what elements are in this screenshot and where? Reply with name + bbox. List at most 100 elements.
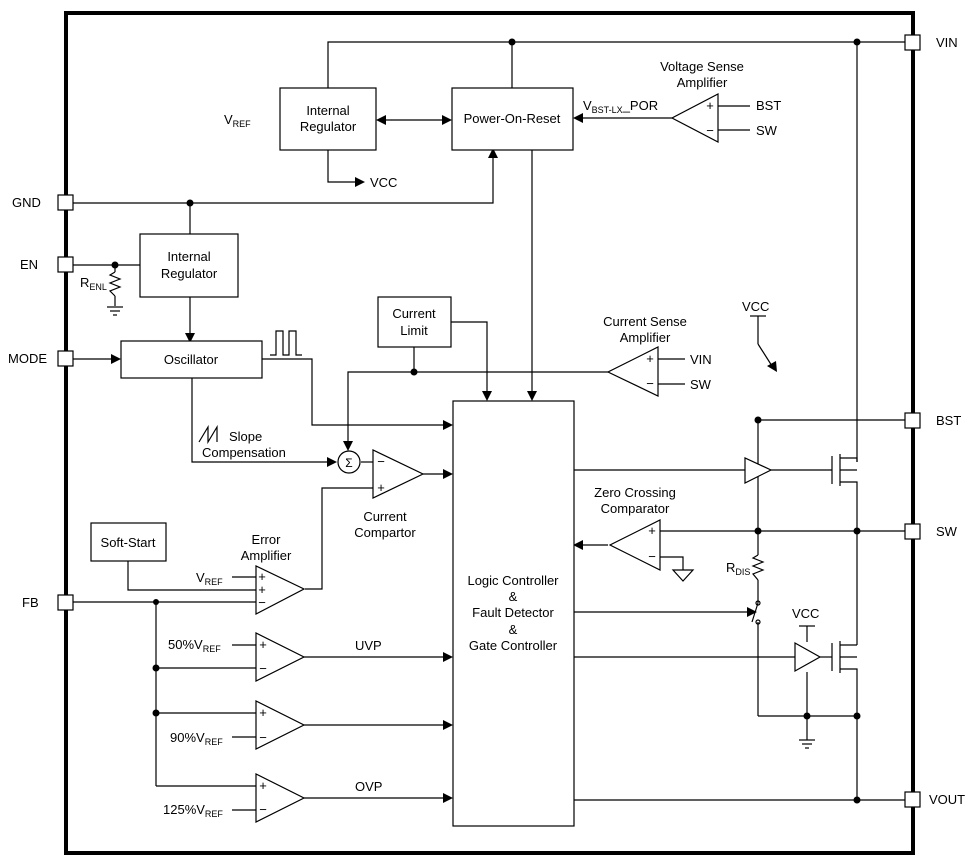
zero-crossing-comparator: + − Zero Crossing Comparator <box>594 485 676 571</box>
pulse-waveform-icon <box>270 330 302 356</box>
vref-label-ea: VREF <box>196 570 223 587</box>
pin-en: EN <box>20 256 74 273</box>
block-internal-regulator-top: Internal Regulator <box>279 87 377 151</box>
svg-text:Σ: Σ <box>345 456 352 470</box>
vsa-sw-label: SW <box>756 123 778 138</box>
pin-gnd-label: GND <box>12 195 41 210</box>
logic-line2: & <box>509 589 518 604</box>
sawtooth-waveform-icon <box>198 424 218 445</box>
enl-resistor <box>108 271 122 297</box>
wires <box>73 41 905 811</box>
block-power-on-reset-label: Power-On-Reset <box>464 111 561 126</box>
svg-text:−: − <box>706 123 714 138</box>
uvp-label: UVP <box>355 638 382 653</box>
svg-text:+: + <box>377 480 385 495</box>
en-ground-symbol <box>107 306 123 316</box>
chip-outline <box>64 11 915 855</box>
pin-bst: BST <box>904 412 961 429</box>
switch-contact-top <box>755 600 761 606</box>
block-soft-start: Soft-Start <box>90 522 167 562</box>
svg-text:+: + <box>258 569 266 584</box>
logic-line3: Fault Detector <box>472 605 554 620</box>
pin-mode-label: MODE <box>8 351 47 366</box>
voltage-sense-label-1: Voltage Sense <box>660 59 744 74</box>
svg-text:+: + <box>648 523 656 538</box>
junction-dots <box>111 38 861 804</box>
svg-text:+: + <box>259 705 267 720</box>
block-power-on-reset: Power-On-Reset <box>451 87 574 151</box>
slope-compensation-label-2: Compensation <box>202 445 286 460</box>
high-side-driver <box>744 457 773 484</box>
block-internal-regulator-top-line2: Regulator <box>300 119 357 134</box>
block-current-limit-line1: Current <box>392 306 436 321</box>
svg-text:−: − <box>259 730 267 745</box>
error-amp-label-1: Error <box>252 532 282 547</box>
ov-90-comparator: + − <box>255 700 306 750</box>
block-internal-regulator-en-line1: Internal <box>167 249 210 264</box>
svg-text:−: − <box>377 454 385 469</box>
current-sense-amplifier: + − Current Sense Amplifier VIN SW <box>603 314 712 397</box>
ovp-label: OVP <box>355 779 382 794</box>
pin-fb-label: FB <box>22 595 39 610</box>
csa-vin-label: VIN <box>690 352 712 367</box>
current-comparator-label-1: Current <box>363 509 407 524</box>
pin-sw-label: SW <box>936 524 958 539</box>
csa-sw-label: SW <box>690 377 712 392</box>
renl-label: RENL <box>80 275 107 292</box>
zc-ground-symbol <box>671 569 695 582</box>
vcc-label-bst: VCC <box>742 299 769 314</box>
logic-line5: Gate Controller <box>469 638 558 653</box>
uvp-threshold-label: 50%VREF <box>168 637 221 654</box>
slope-compensation-label-1: Slope <box>229 429 262 444</box>
pin-fb: FB <box>22 594 74 611</box>
dis-resistor <box>751 554 765 581</box>
block-internal-regulator-en: Internal Regulator <box>139 233 239 298</box>
current-sense-label-1: Current Sense <box>603 314 687 329</box>
block-internal-regulator-en-line2: Regulator <box>161 266 218 281</box>
svg-text:−: − <box>259 661 267 676</box>
current-comparator: − + Current Compartor <box>354 449 425 540</box>
vref-label-top: VREF <box>224 112 251 129</box>
block-current-limit: Current Limit <box>377 296 452 348</box>
pin-en-label: EN <box>20 257 38 272</box>
pin-mode: MODE <box>8 350 74 367</box>
current-comparator-label-2: Compartor <box>354 525 416 540</box>
vbst-lx-por-label: VBST-LX_POR <box>583 98 658 115</box>
rdis-label: RDIS <box>726 560 750 577</box>
svg-text:−: − <box>648 549 656 564</box>
svg-text:+: + <box>259 778 267 793</box>
bottom-ground-symbol <box>799 739 815 749</box>
svg-text:−: − <box>258 595 266 610</box>
pin-bst-label: BST <box>936 413 961 428</box>
block-soft-start-label: Soft-Start <box>101 535 156 550</box>
current-sense-label-2: Amplifier <box>620 330 671 345</box>
arrowheads <box>111 113 777 803</box>
pin-vout: VOUT <box>904 791 965 808</box>
vcc-label-top: VCC <box>370 175 397 190</box>
pin-gnd: GND <box>12 194 74 211</box>
low-side-driver <box>794 641 822 673</box>
voltage-sense-amplifier: + − Voltage Sense Amplifier BST SW <box>660 59 781 143</box>
vsa-bst-label: BST <box>756 98 781 113</box>
pin-vin: VIN <box>904 34 958 51</box>
svg-text:−: − <box>259 802 267 817</box>
switch-contact-bottom <box>755 619 761 625</box>
ovp-comparator: + − <box>255 773 306 823</box>
ovp-threshold-label: 125%VREF <box>163 802 223 819</box>
uvp-comparator: + − <box>255 632 306 682</box>
vcc-label-low: VCC <box>792 606 819 621</box>
svg-text:+: + <box>258 582 266 597</box>
pin-vout-label: VOUT <box>929 792 965 807</box>
error-amplifier: + + − Error Amplifier <box>241 532 306 615</box>
logic-line4: & <box>509 622 518 637</box>
pin-vin-label: VIN <box>936 35 958 50</box>
zero-crossing-label-2: Comparator <box>601 501 670 516</box>
block-logic-controller: Logic Controller & Fault Detector & Gate… <box>452 400 575 827</box>
block-current-limit-line2: Limit <box>400 323 428 338</box>
zero-crossing-label-1: Zero Crossing <box>594 485 676 500</box>
svg-text:+: + <box>646 351 654 366</box>
svg-text:−: − <box>646 376 654 391</box>
pin-sw: SW <box>904 523 958 540</box>
logic-line1: Logic Controller <box>467 573 559 588</box>
block-internal-regulator-top-line1: Internal <box>306 103 349 118</box>
